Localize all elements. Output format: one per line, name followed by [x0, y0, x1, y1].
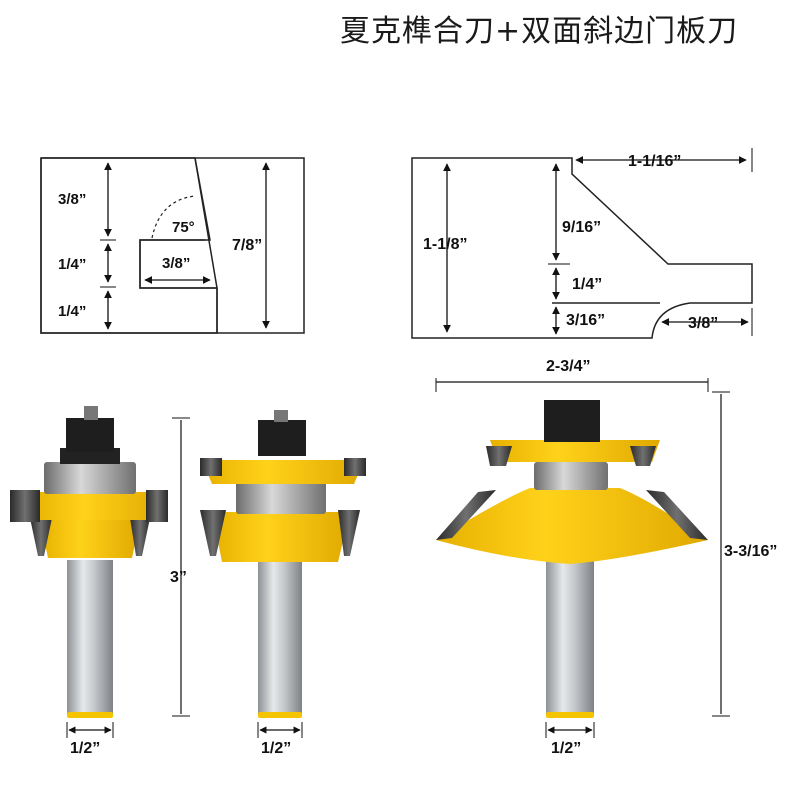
left-profile-diagram: 3/8” 1/4” 1/4” 3/8” 75° 7/8”	[40, 157, 305, 334]
right-total-height-label: 1-1/8”	[423, 236, 467, 253]
panel-bearing	[534, 462, 608, 490]
left-angle-label: 75°	[172, 219, 195, 236]
right-bottom-height-label: 3/16”	[566, 312, 605, 329]
rail-router-bit	[10, 406, 168, 718]
left-mid-height-label: 1/4”	[58, 256, 86, 273]
right-profile-outline	[411, 157, 753, 339]
bit-dimensions: 1/2” 1/2” 1/2” 3” 2-3/4” 3-3/16”	[66, 358, 777, 757]
panel-shank-label: 1/2”	[551, 740, 581, 757]
angle-arc	[151, 195, 196, 239]
right-tongue-height-label: 1/4”	[572, 276, 602, 293]
left-top-height-label: 3/8”	[58, 191, 86, 208]
left-groove-depth-label: 3/8”	[162, 255, 190, 272]
stile-nut	[258, 420, 306, 456]
panel-height-label: 3-3/16”	[724, 543, 777, 560]
rail-shank	[67, 560, 113, 715]
rail-bearing	[44, 462, 136, 494]
left-total-height-label: 7/8”	[232, 237, 262, 254]
right-top-width-label: 1-1/16”	[628, 153, 681, 170]
stile-shank	[258, 560, 302, 715]
right-cove-width-label: 3/8”	[688, 315, 718, 332]
stile-bearing	[236, 480, 326, 514]
stile-router-bit	[200, 410, 366, 718]
right-bevel-height-label: 9/16”	[562, 219, 601, 236]
right-profile-diagram: 1-1/16” 1-1/8” 9/16” 1/4” 3/16” 3/8”	[411, 148, 753, 339]
panel-nut	[544, 400, 600, 442]
rail-stile-height-label: 3”	[170, 569, 187, 586]
left-bottom-height-label: 1/4”	[58, 303, 86, 320]
panel-shank	[546, 560, 594, 715]
rail-shank-label: 1/2”	[70, 740, 100, 757]
panel-raising-router-bit	[436, 400, 708, 718]
panel-diameter-label: 2-3/4”	[546, 358, 590, 375]
page-title: 夏克榫合刀+双面斜边门板刀	[340, 14, 739, 49]
stile-shank-label: 1/2”	[261, 740, 291, 757]
rail-nut	[66, 418, 114, 452]
